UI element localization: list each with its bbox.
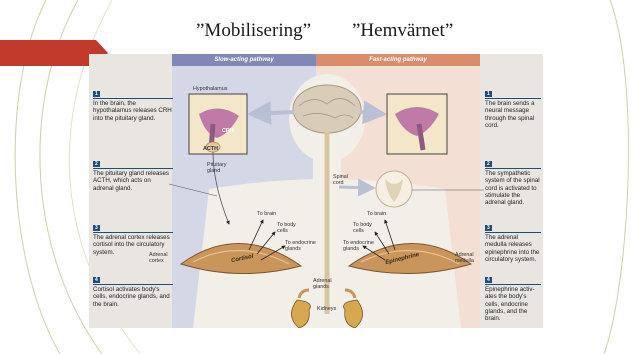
label-to-endocrine-right: To endocrine glands [343,240,383,252]
spinal-cross-section [376,171,412,207]
label-crh: CRH [222,128,234,134]
stress-response-figure: Slow-acting pathway Fast-acting pathway [89,54,543,328]
title-hemvarnet: ”Hemvärnet” [352,20,453,42]
slow-step-2: 2 The pituitary gland releases ACTH, whi… [93,160,173,192]
hypothalamus-inset [189,94,247,154]
fast-step-3: 3 The adrenal medulla releases epinephri… [485,224,541,263]
label-to-brain-right: To brain [367,211,386,217]
fast-step-2: 2 The sympathetic system of the spinal c… [485,160,541,206]
slow-step-1: 1 In the brain, the hypothalamus release… [93,90,173,122]
brainstem-inset [387,94,447,154]
label-to-endocrine-left: To endocrine glands [285,240,325,252]
label-adrenal-cortex: Adrenal cortex [149,252,175,264]
fast-step-4: 4 Epinephrine activ-ates the body's cell… [485,276,541,322]
label-pituitary: Pituitary gland [207,162,237,174]
slow-step-4: 4 Cortisol activates body's cells, endoc… [93,276,173,308]
label-kidneys: Kidneys [317,306,336,312]
label-to-brain-left: To brain [257,211,276,217]
label-to-body-right: To body cells [353,222,379,234]
label-spinal-cord: Spinal cord [333,174,359,186]
title-mobilisering: ”Mobilisering” [196,20,311,42]
label-to-body-left: To body cells [277,222,303,234]
label-adrenal-glands: Adrenal glands [313,278,339,290]
brain [293,85,361,133]
label-hypothalamus: Hypothalamus [193,86,227,92]
label-acth: ACTH [203,146,218,152]
label-adrenal-medulla: Adrenal medulla [455,252,483,264]
accent-bar [0,40,96,66]
fast-step-1: 1 The brain sends a neural message throu… [485,90,541,129]
